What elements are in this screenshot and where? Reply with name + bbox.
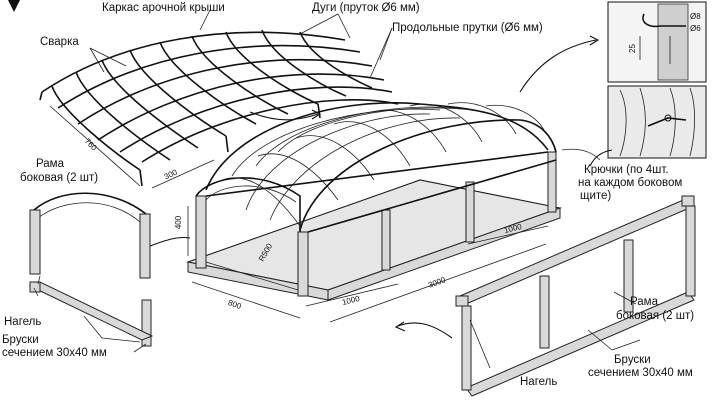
dim-400: 400	[174, 215, 184, 230]
label-hooks-2: на каждом боковом	[578, 177, 683, 189]
right-leader-lines	[469, 291, 641, 369]
label-hooks-1: Крючки (по 4шт.	[584, 164, 669, 176]
detail-inset-bottom	[607, 85, 707, 159]
dim-detail-d6: Ø6	[690, 24, 701, 33]
label-arcs: Дуги (пруток Ø6 мм)	[312, 2, 420, 14]
main-greenhouse-assembly	[185, 102, 563, 301]
label-welding: Сварка	[40, 36, 79, 48]
arrow-roof-to-frame	[249, 111, 319, 121]
right-side-frame	[455, 195, 696, 397]
left-leader-lines	[33, 287, 147, 353]
label-side-frame-left-1: Рама	[36, 158, 64, 170]
label-bars-left-2: сечением 30х40 мм	[2, 347, 107, 359]
label-dowel-right: Нагель	[520, 376, 558, 388]
dim-detail-d8: Ø8	[690, 12, 701, 21]
roof-leader-lines	[89, 9, 393, 79]
detail-inset-top	[607, 1, 707, 83]
label-dowel-left: Нагель	[4, 316, 42, 328]
roof-dimension-lines	[49, 105, 215, 189]
label-arch-roof-frame: Каркас арочной крыши	[102, 2, 225, 14]
label-side-frame-right-1: Рама	[630, 296, 658, 308]
label-side-frame-right-2: боковая (2 шт)	[616, 310, 695, 322]
roof-frame-mesh	[39, 29, 399, 187]
label-hooks-3: щите)	[580, 190, 612, 202]
label-bars-left-1: Бруски	[2, 334, 39, 346]
dim-detail-25: 25	[627, 44, 637, 53]
corner-arrow-icon	[8, 0, 20, 12]
label-bars-right-1: Бруски	[614, 354, 651, 366]
main-dimension-lines	[187, 206, 549, 323]
label-side-frame-left-2: боковая (2 шт)	[20, 172, 99, 184]
label-longitudinal-rods: Продольные прутки (Ø6 мм)	[392, 22, 543, 34]
label-bars-right-2: сечением 30х40 мм	[588, 367, 693, 379]
left-side-frame	[28, 192, 154, 347]
